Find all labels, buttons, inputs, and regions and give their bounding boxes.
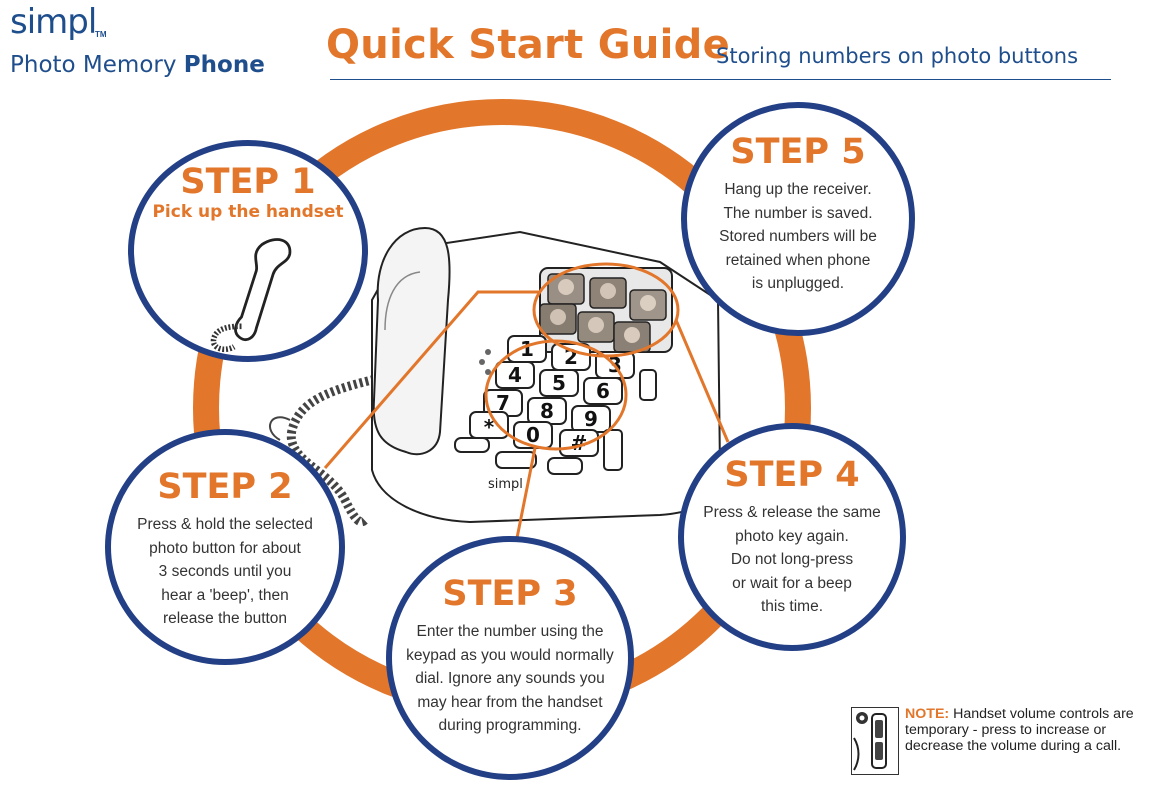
page-title: Quick Start Guide (326, 22, 731, 68)
key-hash: # (571, 431, 588, 455)
phone-brand-mark: simpl (488, 477, 523, 492)
step-4-line: or wait for a beep (732, 574, 852, 592)
step-5-title: STEP 5 (730, 132, 866, 172)
brand-trademark: TM (95, 30, 107, 39)
step-2-line: photo button for about (149, 539, 301, 557)
handset-icon (210, 238, 292, 353)
step-5-line: retained when phone (725, 251, 871, 269)
step-2-circle: STEP 2 Press & hold the selected photo b… (105, 429, 345, 665)
key-7: 7 (496, 391, 510, 415)
note-body: Handset volume controls are temporary - … (905, 706, 1134, 754)
step-3-line: Enter the number using the (416, 623, 604, 640)
product-name-bold: Phone (183, 52, 265, 78)
key-4: 4 (508, 363, 522, 387)
connector-step2 (323, 290, 540, 469)
step-3-title: STEP 3 (442, 574, 578, 614)
step-1-subtitle: Pick up the handset (152, 202, 344, 222)
step-4-line: Press & release the same (703, 504, 881, 521)
keypad-highlight (484, 339, 628, 451)
step-1-title: STEP 1 (180, 162, 316, 202)
step-4-line: photo key again. (735, 527, 849, 545)
connector-step3 (513, 447, 537, 549)
step-2-line: hear a 'beep', then (161, 586, 289, 604)
key-8: 8 (540, 399, 554, 423)
brand-logo: simpl (10, 2, 97, 42)
note-text: NOTE: Handset volume controls are tempor… (905, 706, 1149, 754)
step-2-line: Press & hold the selected (137, 516, 313, 533)
step-4-title: STEP 4 (724, 455, 860, 495)
volume-control-icon (851, 707, 899, 775)
step-3-line: keypad as you would normally (406, 646, 614, 664)
key-6: 6 (596, 379, 610, 403)
key-star: * (484, 415, 495, 439)
step-4-text: Press & release the same photo key again… (693, 501, 890, 619)
step-3-circle: STEP 3 Enter the number using the keypad… (386, 536, 634, 780)
step-3-line: may hear from the handset (417, 693, 603, 711)
step-3-text: Enter the number using the keypad as you… (396, 620, 624, 738)
step-1-circle: STEP 1 Pick up the handset (128, 140, 368, 362)
step-5-line: The number is saved. (723, 204, 873, 222)
step-4-line: Do not long-press (730, 551, 854, 568)
header-divider (330, 79, 1111, 80)
step-2-line: 3 seconds until you (158, 563, 292, 580)
step-5-line: Stored numbers will be (719, 228, 877, 245)
step-3-line: dial. Ignore any sounds you (415, 670, 605, 687)
step-4-circle: STEP 4 Press & release the same photo ke… (678, 423, 906, 651)
note-label: NOTE: (905, 706, 950, 722)
step-5-line: Hang up the receiver. (724, 181, 872, 198)
step-2-text: Press & hold the selected photo button f… (127, 513, 323, 631)
step-5-circle: STEP 5 Hang up the receiver. The number … (681, 102, 915, 336)
step-5-text: Hang up the receiver. The number is save… (709, 178, 887, 296)
step-5-line: is unplugged. (751, 275, 845, 292)
page-subtitle: Storing numbers on photo buttons (716, 44, 1079, 68)
photo-buttons (539, 273, 667, 353)
connector-step4 (674, 319, 730, 443)
phone-cord-icon (286, 373, 382, 527)
key-9: 9 (584, 407, 598, 431)
step-2-line: release the button (162, 610, 288, 627)
step-4-line: this time. (760, 598, 823, 615)
step-3-line: during programming. (438, 717, 582, 734)
step-2-title: STEP 2 (157, 467, 293, 507)
product-name-prefix: Photo Memory (10, 52, 177, 78)
key-0: 0 (526, 423, 540, 447)
key-5: 5 (552, 371, 566, 395)
product-name: Photo Memory Phone (10, 52, 265, 78)
